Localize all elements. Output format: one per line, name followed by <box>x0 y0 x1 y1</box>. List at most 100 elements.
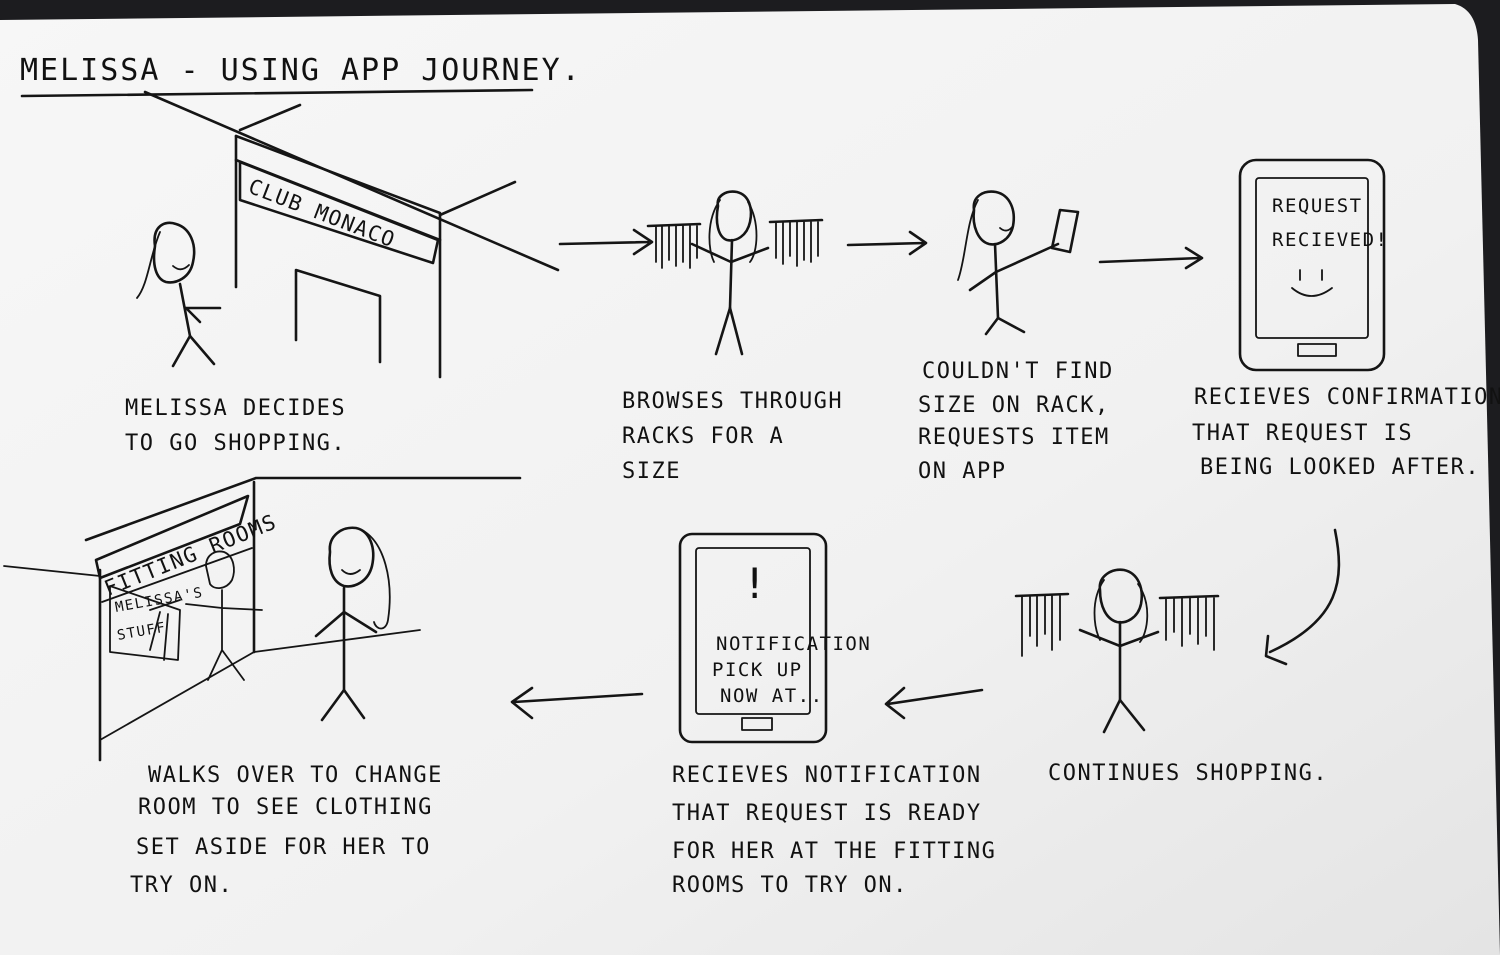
storefront-roofline <box>143 90 560 272</box>
melissa-head <box>328 526 375 588</box>
melissa-legs <box>984 316 1026 336</box>
floor-line <box>3 565 101 577</box>
clothing-rack-left <box>1014 592 1070 657</box>
caption-line: RECIEVES CONFIRMATION <box>1194 385 1500 410</box>
melissa-fitting-figure <box>314 526 391 722</box>
phone-home-button <box>1297 343 1337 357</box>
melissa-body <box>728 238 734 310</box>
phone-icon <box>1050 208 1080 254</box>
caption-line: ROOM TO SEE CLOTHING <box>138 795 433 820</box>
caption-line: WALKS OVER TO CHANGE <box>148 763 443 788</box>
caption-line: THAT REQUEST IS <box>1192 421 1413 446</box>
caption-line: ON APP <box>918 459 1006 484</box>
arrow-right <box>558 228 654 256</box>
melissa-head <box>152 221 196 284</box>
confirmation-line-1: REQUEST <box>1272 195 1363 217</box>
caption-decides: MELISSA DECIDES TO GO SHOPPING. <box>125 396 346 456</box>
melissa-arms <box>690 242 770 264</box>
page-title: MELISSA - USING APP JOURNEY. <box>20 53 582 88</box>
notification-line-1: NOTIFICATION <box>716 633 871 655</box>
caption-line: BROWSES THROUGH <box>622 389 843 414</box>
arrow-right <box>1098 246 1204 270</box>
confirmation-line-2: RECIEVED! <box>1272 229 1388 251</box>
clothing-rack-left <box>646 222 702 269</box>
caption-line: RACKS FOR A <box>622 424 784 449</box>
store-sign-box <box>238 160 440 265</box>
phone-frame <box>1238 158 1386 372</box>
panel-notification: ! NOTIFICATION PICK UP NOW AT.. <box>510 532 871 744</box>
arrow-left <box>510 686 644 720</box>
melissa-arms <box>968 242 1060 292</box>
melissa-with-phone-figure <box>957 190 1060 336</box>
caption-browses: BROWSES THROUGH RACKS FOR A SIZE <box>622 389 843 484</box>
phone-home-button <box>741 717 773 731</box>
caption-line: RECIEVES NOTIFICATION <box>672 763 982 788</box>
storefront-line <box>238 103 302 132</box>
caption-line: THAT REQUEST IS READY <box>672 801 982 826</box>
melissa-figure <box>136 221 222 368</box>
phone-frame <box>678 532 828 744</box>
notification-alert: ! <box>742 559 769 608</box>
clothing-rack-right <box>768 218 824 267</box>
panel-confirmation: REQUEST RECIEVED! <box>1238 158 1388 666</box>
caption-walks: WALKS OVER TO CHANGE ROOM TO SEE CLOTHIN… <box>130 763 443 898</box>
reflection-body <box>185 589 263 681</box>
melissa-body <box>993 242 1000 320</box>
melissa-legs <box>1102 698 1146 734</box>
ceiling-line <box>84 476 522 542</box>
caption-line: TRY ON. <box>130 873 233 898</box>
melissa-shopping-figure <box>1078 568 1160 734</box>
arrow-left <box>884 686 984 720</box>
arrow-right <box>846 230 928 256</box>
melissa-head <box>972 190 1016 246</box>
clothes-label-line-2: STUFF <box>116 620 168 644</box>
melissa-arms <box>184 306 222 324</box>
clothing-rack-right <box>1158 594 1220 651</box>
rack-rail <box>1158 594 1220 600</box>
fitting-room-sign-line <box>101 547 253 603</box>
phone-screen <box>695 547 811 715</box>
caption-line: COULDN'T FIND <box>922 359 1114 384</box>
title-underline <box>20 88 534 98</box>
hanging-clothes <box>1165 597 1215 651</box>
panel-browses <box>558 190 928 356</box>
caption-line: ROOMS TO TRY ON. <box>672 873 908 898</box>
caption-line: MELISSA DECIDES <box>125 396 346 421</box>
fitting-room-sign-box <box>94 494 250 580</box>
melissa-arms <box>314 610 378 638</box>
hanging-clothes <box>149 599 181 661</box>
melissa-hair <box>957 199 979 281</box>
melissa-smile <box>999 225 1014 232</box>
rack-rail <box>768 218 824 224</box>
melissa-body <box>178 282 192 338</box>
mirror-reflection-figure <box>185 550 263 681</box>
notification-line-2: PICK UP <box>712 659 803 681</box>
storefront-line <box>438 180 517 217</box>
store-door <box>294 268 382 364</box>
melissa-head <box>715 190 753 242</box>
melissa-head <box>1098 568 1144 624</box>
caption-line: SET ASIDE FOR HER TO <box>136 835 431 860</box>
melissa-hair <box>708 199 758 263</box>
panel-decides: CLUB MONACO <box>136 90 560 379</box>
caption-requests: COULDN'T FIND SIZE ON RACK, REQUESTS ITE… <box>918 359 1114 484</box>
reflection-head <box>205 550 235 589</box>
melissa-browsing-figure <box>690 190 770 356</box>
phone-screen <box>1255 177 1369 339</box>
store-sign: CLUB MONACO <box>245 174 399 252</box>
caption-line: BEING LOOKED AFTER. <box>1200 455 1480 480</box>
caption-line: CONTINUES SHOPPING. <box>1048 761 1328 786</box>
rack-rail <box>1014 592 1070 598</box>
panel-continues <box>884 568 1220 734</box>
caption-line: FOR HER AT THE FITTING <box>672 839 996 864</box>
hanging-clothes <box>775 221 819 267</box>
melissa-hair <box>361 529 391 630</box>
melissa-smile <box>341 569 361 575</box>
panel-requests <box>957 190 1204 336</box>
panel-walks: FITTING ROOMS MELISSA'S STUFF <box>3 476 522 762</box>
caption-confirmation: RECIEVES CONFIRMATION THAT REQUEST IS BE… <box>1192 385 1500 480</box>
floor-line <box>99 629 421 741</box>
